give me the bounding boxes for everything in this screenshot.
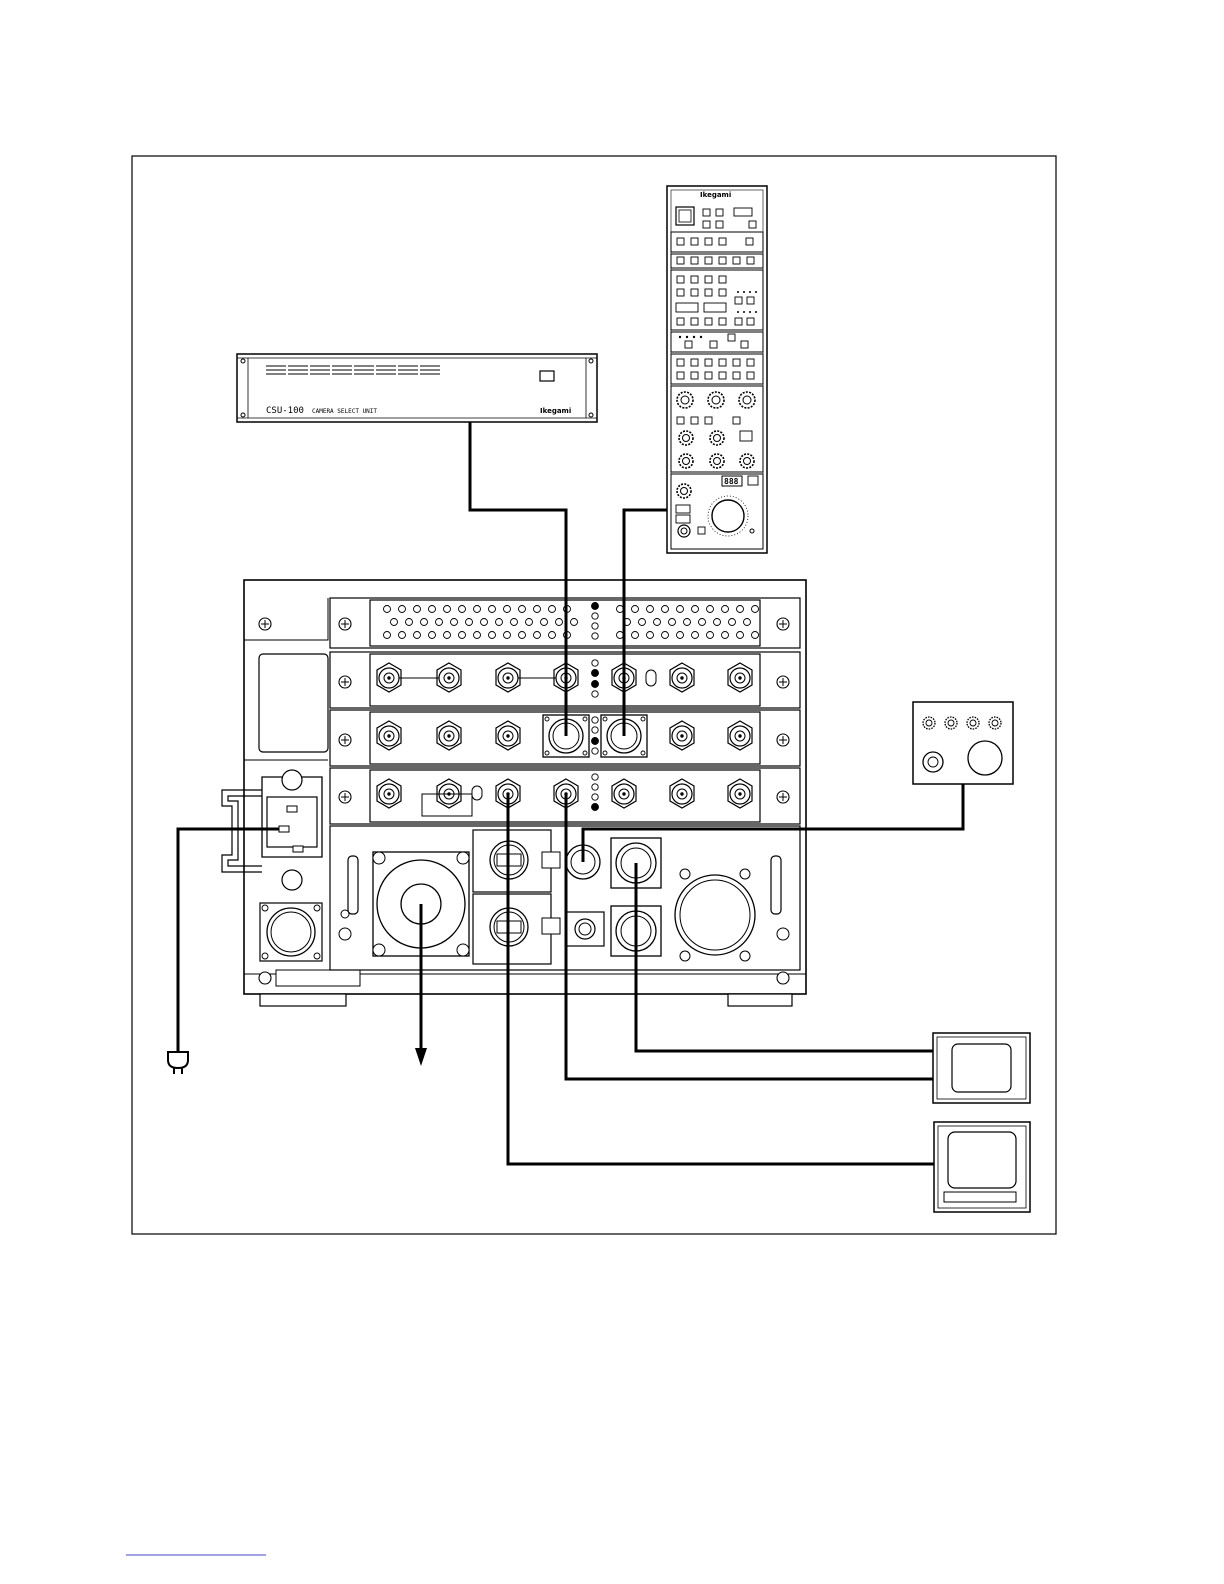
csu-model-label: CSU-100 <box>266 406 304 416</box>
monitor-lower <box>934 1122 1030 1212</box>
csu-description-label: CAMERA SELECT UNIT <box>312 408 377 415</box>
rcp-brand-logo: Ikegami <box>700 191 731 199</box>
output-arrow-head <box>415 1048 427 1066</box>
rcp-display-readout: 888 <box>724 477 739 486</box>
remote-control-panel: Ikegami <box>667 186 767 553</box>
power-plug-icon <box>168 1052 188 1074</box>
monitor-upper <box>933 1033 1030 1103</box>
camera-control-unit <box>244 580 806 1006</box>
camera-select-unit: CSU-100 CAMERA SELECT UNIT Ikegami <box>237 354 597 422</box>
csu-brand-logo: Ikegami <box>540 407 571 415</box>
remote-box <box>913 702 1013 784</box>
